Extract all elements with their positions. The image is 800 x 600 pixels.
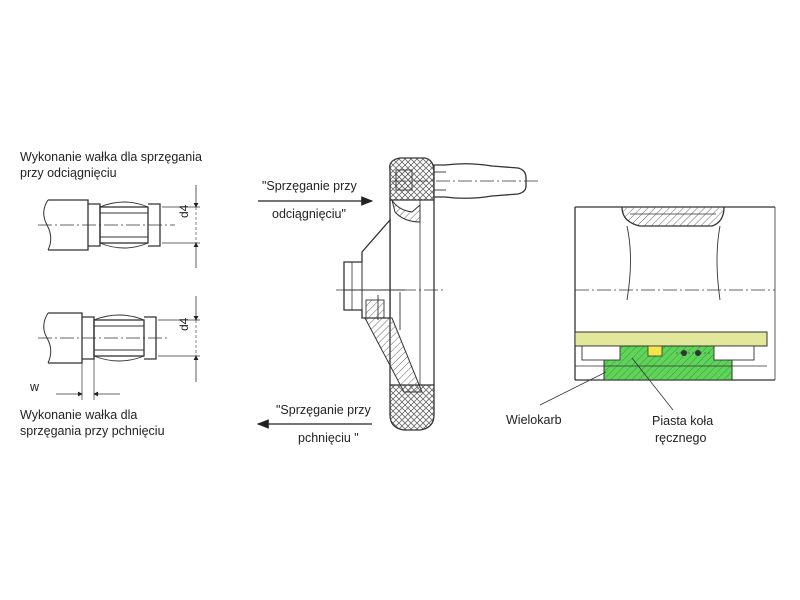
pull-variant-caption-1: Wykonanie wałka dla sprzęgania bbox=[20, 150, 202, 164]
push-coupling-caption-1: "Sprzęganie przy bbox=[276, 403, 371, 417]
spline-label: Wielokarb bbox=[506, 413, 562, 427]
handwheel-section bbox=[336, 157, 540, 431]
push-variant-caption-1: Wykonanie wałka dla bbox=[20, 408, 138, 422]
hub-label-1: Piasta koła bbox=[652, 414, 714, 428]
dim-d4-bottom: d4 bbox=[177, 317, 191, 331]
dim-w-label: w bbox=[30, 380, 40, 394]
push-coupling-caption-2: pchnięciu " bbox=[298, 431, 359, 445]
push-variant-caption-2: sprzęgania przy pchnięciu bbox=[20, 424, 165, 438]
pull-coupling-caption-1: "Sprzęganie przy bbox=[262, 179, 357, 193]
dim-d4-top: d4 bbox=[177, 204, 191, 218]
hub-spline-detail bbox=[539, 206, 776, 411]
pull-coupling-caption-2: odciągnięciu" bbox=[272, 207, 346, 221]
hub-label-2: ręcznego bbox=[655, 431, 707, 445]
shaft-pull-variant bbox=[38, 185, 200, 268]
pull-variant-caption-2: przy odciągnięciu bbox=[20, 166, 117, 180]
shaft-push-variant bbox=[38, 296, 200, 400]
